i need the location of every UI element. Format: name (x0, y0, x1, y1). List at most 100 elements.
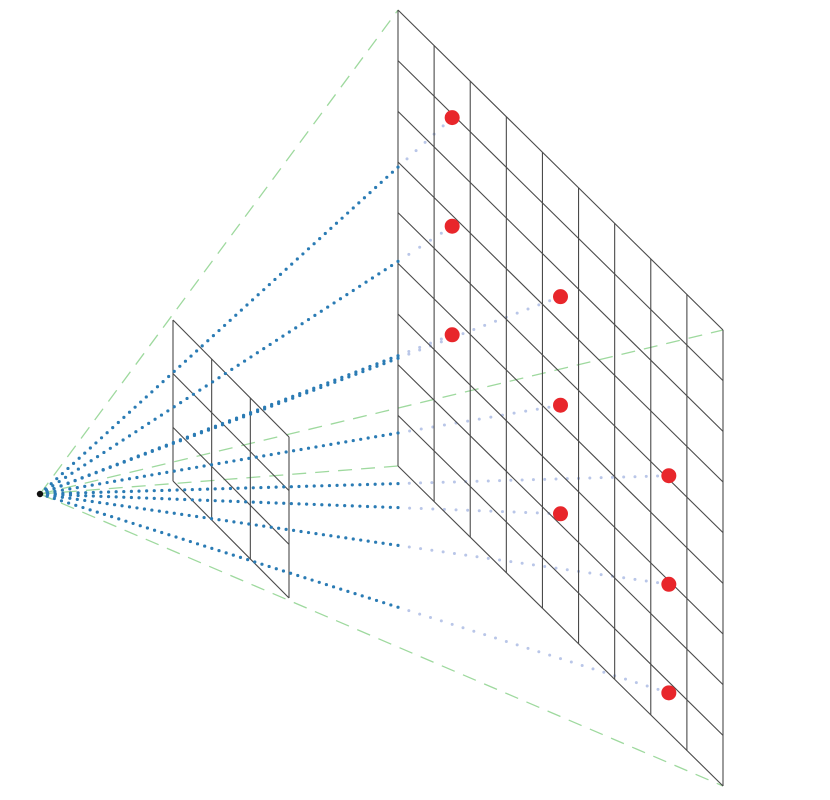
ray-front-6-dot (136, 454, 140, 458)
ray-back-2-dot (537, 303, 541, 307)
ray-back-2-dot (494, 319, 497, 323)
ray-front-8-dot (122, 495, 126, 499)
ray-front-8-dot (84, 494, 88, 498)
ray-front-6-dot (305, 389, 309, 393)
ray-front-3-dot (332, 301, 336, 305)
ray-front-3-dot (287, 330, 291, 334)
ray-front-6-dot (270, 402, 274, 407)
ray-front-4-dot (365, 482, 370, 487)
ray-front-3-dot (185, 396, 189, 401)
ray-back-4-dot (644, 474, 648, 478)
ray-back-9-dot (439, 619, 443, 623)
ray-back-6-dot (418, 345, 422, 349)
ray-front-7-dot (366, 539, 370, 543)
ray-front-3-dot (63, 475, 68, 479)
ray-front-3-dot (76, 467, 80, 471)
ray-front-1-dot (178, 364, 182, 368)
ray-back-4-dot (475, 479, 479, 483)
ray-front-3-dot (268, 342, 272, 347)
ray-front-4-dot (122, 489, 126, 494)
ray-back-9-dot (407, 609, 411, 613)
ray-back-7-dot (565, 568, 569, 572)
frustum-edge-2 (39, 329, 724, 495)
ray-back-9-dot (504, 639, 508, 643)
ray-front-1-dot (206, 339, 210, 343)
ray-front-1-dot (99, 436, 104, 440)
ray-front-3-dot (281, 334, 285, 338)
ray-front-1-dot (222, 323, 227, 328)
ray-front-6-dot (333, 378, 337, 382)
far-plane-horizontal-line-2 (397, 110, 724, 432)
ray-back-8-dot (431, 507, 435, 511)
sample-point-1 (444, 110, 460, 126)
ray-front-7-dot (165, 510, 169, 514)
ray-front-9-dot (324, 582, 328, 587)
ray-front-9-dot (203, 544, 207, 548)
ray-front-6-dot (368, 364, 372, 369)
ray-front-4-dot (190, 487, 194, 492)
ray-front-6-dot (59, 484, 63, 488)
ray-front-1-dot (105, 431, 109, 435)
ray-front-5-dot (366, 436, 370, 440)
ray-front-2-dot (354, 372, 358, 376)
ray-front-3-dot (313, 313, 317, 317)
ray-front-3-dot (300, 322, 304, 326)
ray-front-7-dot (284, 527, 288, 531)
ray-front-1-dot (239, 308, 243, 312)
ray-back-4 (407, 474, 671, 485)
ray-front-3-dot (134, 430, 138, 434)
ray-back-5-dot (466, 419, 470, 423)
ray-front-8-dot (205, 498, 210, 502)
ray-front-5-dot (187, 466, 191, 471)
ray-front-7-dot (351, 537, 355, 541)
ray-front-4-dot (213, 487, 217, 491)
ray-front-6-dot (319, 383, 323, 388)
ray-front-3-dot (370, 276, 375, 280)
ray-front-7-dot (105, 502, 109, 506)
ray-front-9-dot (145, 526, 149, 530)
ray-front-4-dot (129, 489, 134, 493)
ray-front-9-dot (317, 580, 321, 584)
ray-front-9-dot (52, 496, 56, 501)
ray-front-8-dot (68, 493, 73, 497)
ray-back-8-dot (466, 508, 470, 512)
ray-front-7-dot (68, 496, 72, 500)
ray-front-3-dot (255, 351, 259, 355)
ray-back-2-dot (461, 332, 465, 336)
ray-front-7-dot (329, 534, 333, 538)
ray-back-9-dot (494, 636, 497, 640)
ray-back-7-dot (464, 553, 468, 557)
ray-back-4-dot (452, 480, 456, 484)
ray-front-4-dot (106, 490, 111, 494)
ray-front-4-dot (91, 490, 95, 495)
ray-back-6-dot (429, 341, 432, 345)
ray-front-5-dot (329, 442, 333, 446)
ray-front-8-dot (167, 497, 172, 501)
ray-front-5-dot (105, 480, 109, 485)
ray-back-7-dot (419, 547, 423, 551)
ray-front-6-dot (80, 476, 84, 480)
ray-front-3-dot (95, 455, 100, 459)
ray-front-9-dot (102, 512, 107, 516)
ray-front-8-dot (53, 492, 57, 497)
ray-front-7-dot (239, 521, 243, 525)
ray-front-1-dot (340, 216, 344, 220)
ray-front-3-dot (127, 434, 132, 438)
sample-point-5 (553, 397, 568, 413)
ray-front-4-dot (251, 486, 255, 490)
ray-front-9-dot (181, 537, 185, 541)
ray-front-9-dot (339, 587, 343, 591)
ray-back-2-dot (548, 299, 552, 303)
ray-front-8-dot (365, 504, 370, 509)
ray-front-4-dot (335, 483, 339, 487)
ray-back-4-dot (622, 475, 626, 479)
ray-front-8-dot (145, 496, 149, 500)
ray-front-8-dot (198, 498, 202, 502)
ray-back-8-dot (512, 510, 516, 514)
ray-front-6-dot (94, 470, 98, 474)
ray-back-9-dot (537, 650, 541, 654)
ray-back-9-dot (450, 622, 454, 626)
far-plane-horizontal-line-5 (397, 262, 724, 584)
ray-front-3-dot (306, 317, 311, 322)
ray-front-1-dot (172, 369, 176, 374)
